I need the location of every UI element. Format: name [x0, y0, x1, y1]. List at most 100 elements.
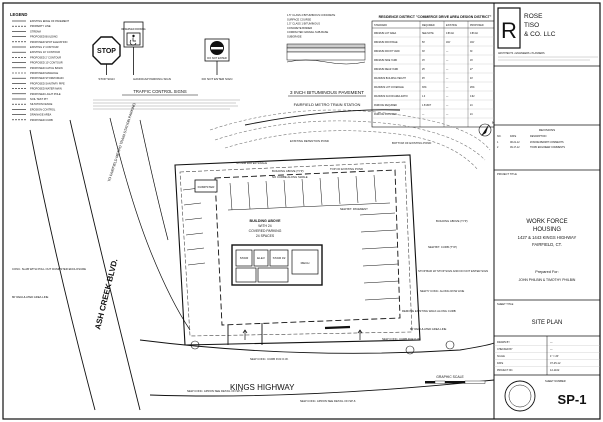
- parking-stalls: [227, 174, 401, 301]
- zoning-header: PROPOSED: [470, 24, 484, 27]
- mech-label: MECH: [301, 261, 310, 265]
- svg-text:COVERED PARKING: COVERED PARKING: [249, 229, 282, 233]
- stop-sign-title: STOP SIGN: [98, 77, 114, 81]
- zoning-cell: 15': [422, 60, 426, 62]
- zoning-cell: 24: [470, 105, 473, 107]
- zoning-cell: —: [446, 60, 449, 62]
- meta-label: DATE: [497, 362, 504, 365]
- reserved-parking-face: RESERVED PARKING: [121, 28, 145, 31]
- site-callout: EXISTING RETENTION POND: [290, 139, 329, 143]
- legend-item: PROPERTY LINE: [30, 24, 51, 28]
- legend-item: PROPOSED CURB: [30, 118, 53, 122]
- drive-arrow-icon: [357, 329, 363, 340]
- do-not-enter-title: DO NOT ENTER SIGN: [202, 77, 233, 81]
- svg-text:R: R: [501, 18, 517, 43]
- legend-item: PROPOSED 10' CONTOUR: [30, 61, 63, 65]
- zoning-cell: MAXIMUM FLOOR AREA RATIO: [374, 95, 408, 98]
- svg-text:WITH 24: WITH 24: [258, 224, 271, 228]
- zoning-header: STANDARD: [374, 24, 387, 27]
- site-callout: REMOVE EXISTING WALK ALONG CURB: [402, 309, 456, 313]
- stop-sign-face: STOP: [97, 48, 116, 55]
- zoning-cell: MAXIMUM BUILDING HEIGHT: [374, 77, 406, 80]
- project-city: FAIRFIELD, CT.: [532, 242, 562, 247]
- rev-header: DATE: [510, 135, 517, 138]
- legend-item: PROPOSED SANITARY PIPE: [30, 81, 65, 85]
- zoning-title: RESIDENCE DISTRICT "COMMERCE DRIVE AREA …: [379, 15, 492, 19]
- zoning-header: EXISTING: [446, 24, 457, 27]
- rev-cell: 2: [497, 146, 499, 149]
- rev-cell: 08-21-12: [510, 141, 520, 144]
- sheet-number-label: SHEET NUMBER: [545, 379, 566, 383]
- site-callout: 80' REGULATED AREA LINE: [12, 295, 49, 299]
- building-label: BUILDING ABOVE: [249, 219, 281, 223]
- stop-bar: [324, 325, 351, 330]
- site-boundary: [174, 154, 421, 346]
- legend-item: EXISTING EDGE OF PAVEMENT: [30, 19, 70, 23]
- site-callout: STORM WATER SWALE: [236, 161, 267, 165]
- zoning-cell: SEE NOTE: [422, 33, 434, 35]
- zoning-cell: 27': [470, 69, 474, 71]
- zoning-cell: 24: [470, 114, 473, 116]
- legend-item: PROPOSED CATCH BASIN: [30, 66, 63, 70]
- zoning-cell: PARKING REQUIRED: [374, 104, 397, 107]
- tree-icon: [445, 340, 455, 350]
- firm-tag: ARCHITECTS • ENGINEERS • PLANNERS: [498, 52, 545, 55]
- pavement-title: 3 INCH BITUMINOUS PAVEMENT: [290, 90, 364, 96]
- handicap-icon: [126, 32, 141, 46]
- site-callout: TOP OF EXISTING POND: [330, 167, 363, 171]
- sheet-number: SP-1: [558, 392, 587, 407]
- zoning-cell: 1.5/UNIT: [422, 105, 432, 107]
- scale-label: GRAPHIC SCALE: [436, 375, 464, 379]
- zoning-cell: 184': [470, 42, 475, 44]
- legend-item: PROPOSED 2' CONTOUR: [30, 55, 61, 59]
- site-callout: STOP BAR W/ STOP SIGN AND DO NOT ENTER S…: [418, 269, 488, 273]
- project-address: 1427 & 1443 KINGS HIGHWAY: [518, 235, 577, 240]
- meta-value: —: [550, 341, 553, 344]
- meta-label: DRAWN BY: [497, 341, 510, 344]
- elev-label: ELEV: [257, 256, 265, 260]
- site-callout: BUILDING ABOVE (TYP): [436, 219, 468, 223]
- project-title-1: WORK FORCE: [526, 219, 567, 225]
- zoning-cell: 0.86 AC: [470, 32, 479, 35]
- site-callout: NEW CONC. APRON SEE DETAIL ON SP-6: [300, 399, 356, 403]
- revisions-header: REVISIONS: [539, 128, 555, 132]
- tree-icon: [405, 345, 415, 355]
- firm-name-1: ROSE: [524, 13, 543, 20]
- legend-item: SILTATION FENCE: [30, 102, 53, 106]
- handicap-sign-title: HANDICAP PARKING SIGN: [133, 77, 171, 81]
- zoning-cell: —: [446, 87, 449, 89]
- zoning-cell: 25': [422, 69, 426, 71]
- legend-item: PROPOSED WATER MAIN: [30, 87, 62, 91]
- site-callout: NEW BIT. PAVEMENT: [340, 207, 368, 211]
- meta-label: SCALE: [497, 355, 505, 358]
- zoning-cell: 40': [470, 78, 474, 80]
- rev-header: NO.: [497, 135, 502, 138]
- zoning-cell: 184': [446, 42, 451, 44]
- traffic-signs-header: TRAFFIC CONTROL SIGNS: [133, 89, 187, 94]
- rev-cell: ZONING/PERMIT COMMENTS: [530, 141, 564, 144]
- zoning-cell: MINIMUM REAR YARD: [374, 68, 399, 71]
- zoning-cell: MINIMUM FRONTAGE: [374, 41, 398, 44]
- zoning-cell: 50': [422, 42, 426, 44]
- pavement-note: CONCRETE BINDER: [287, 26, 312, 30]
- contour-line: [209, 109, 491, 151]
- site-callout: CONC. SLAB WITH POLL OUT DUMPSTER ENCLOS…: [12, 267, 86, 271]
- site-callout: NEW CONC. APRON SEE DETAIL ON SP-6: [187, 389, 243, 393]
- zoning-cell: —: [446, 96, 449, 98]
- site-callout: NEW CONC. CURB IN R.O.W.: [250, 357, 289, 361]
- legend-item: PROPOSED LIGHT POLE: [30, 92, 61, 96]
- site-callout: BUILDING ABOVE (TYP): [272, 169, 304, 173]
- legend-item: PROPOSED MANHOLE: [30, 71, 59, 75]
- firm-name-2: TISO: [524, 22, 539, 29]
- property-line: [244, 109, 401, 126]
- zoning-table: RESIDENCE DISTRICT "COMMERCE DRIVE AREA …: [371, 15, 495, 128]
- sheet-title: SITE PLAN: [532, 320, 563, 326]
- zoning-cell: MINIMUM FRONT YARD: [374, 50, 400, 53]
- zoning-header: REQUIRED: [422, 24, 435, 27]
- do-not-enter-face: DO NOT ENTER: [207, 56, 227, 60]
- north-arrow-icon: N: [478, 121, 495, 137]
- meta-value: 1" = 20': [550, 354, 559, 358]
- drive-arrow-icon: [242, 329, 248, 340]
